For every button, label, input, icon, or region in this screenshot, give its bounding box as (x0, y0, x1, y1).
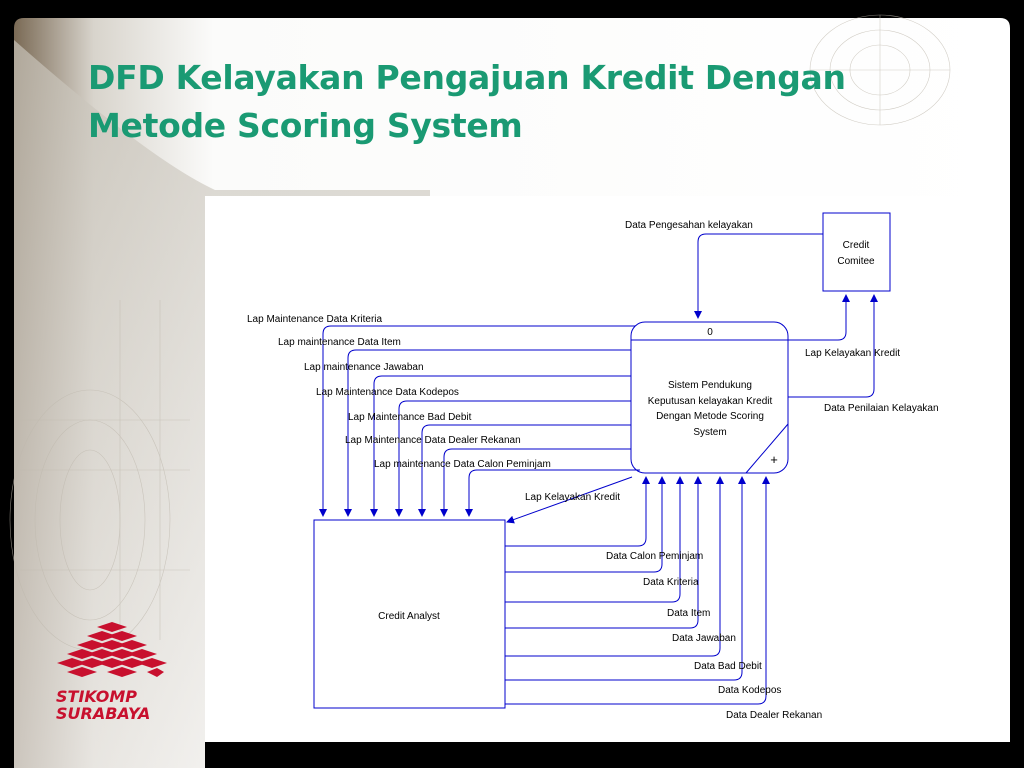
flow-label-lap-kelayakan-comitee: Lap Kelayakan Kredit (805, 348, 900, 359)
process-name-line-3: Dengan Metode Scoring (656, 411, 764, 422)
flow-label-data-kriteria: Data Kriteria (643, 577, 699, 588)
flow-comitee-to-process (694, 233, 823, 319)
logo-wordmark: STIKOMP SURABAYA (56, 688, 150, 722)
logo-line-1: STIKOMP (56, 687, 138, 706)
entity-credit-comitee-label-2: Comitee (837, 256, 875, 267)
flow-label-data-pengesahan: Data Pengesahan kelayakan (625, 220, 753, 231)
flow-label-lap-kodepos: Lap Maintenance Data Kodepos (316, 387, 459, 398)
flow-label-lap-dealer: Lap Maintenance Data Dealer Rekanan (345, 435, 521, 446)
flow-label-lap-item: Lap maintenance Data Item (278, 337, 401, 348)
process-name-line-4: System (693, 427, 726, 438)
slide-title: DFD Kelayakan Pengajuan Kredit Dengan Me… (88, 54, 988, 150)
decor-band (14, 40, 430, 768)
title-line-2: Metode Scoring System (88, 106, 523, 145)
flow-label-data-kodepos: Data Kodepos (718, 685, 781, 696)
flows-process-to-analyst (319, 325, 640, 524)
flow-label-lap-kelayakan-analyst: Lap Kelayakan Kredit (525, 492, 620, 503)
process-name-line-2: Keputusan kelayakan Kredit (648, 396, 773, 407)
entity-credit-comitee (822, 212, 891, 292)
process-name-line-1: Sistem Pendukung (668, 380, 752, 391)
flow-label-lap-calon: Lap maintenance Data Calon Peminjam (374, 459, 551, 470)
flow-label-lap-bad-debit: Lap Maintenance Bad Debit (348, 412, 472, 423)
flow-label-data-dealer: Data Dealer Rekanan (726, 710, 822, 721)
flow-label-data-jawaban: Data Jawaban (672, 633, 736, 644)
flow-label-lap-kriteria: Lap Maintenance Data Kriteria (247, 314, 383, 325)
process-number: 0 (707, 327, 713, 338)
flows-process-to-comitee (788, 294, 878, 398)
flow-label-data-bad-debit: Data Bad Debit (694, 661, 762, 672)
flow-label-data-item: Data Item (667, 608, 710, 619)
decor-mesh (9, 14, 951, 651)
flow-label-data-calon: Data Calon Peminjam (606, 551, 703, 562)
flow-label-data-penilaian: Data Penilaian Kelayakan (824, 403, 939, 414)
entity-credit-analyst (313, 519, 506, 709)
process-plus-icon: + (770, 452, 778, 467)
stikomp-logo-icon (57, 622, 167, 677)
flow-label-lap-jawaban: Lap maintenance Jawaban (304, 362, 424, 373)
process-corner-line (745, 423, 789, 474)
logo-line-2: SURABAYA (56, 704, 151, 723)
entity-credit-comitee-label-1: Credit (843, 240, 870, 251)
flows-analyst-to-process (505, 476, 770, 705)
title-line-1: DFD Kelayakan Pengajuan Kredit Dengan (88, 58, 846, 97)
entity-credit-analyst-label: Credit Analyst (378, 611, 440, 622)
